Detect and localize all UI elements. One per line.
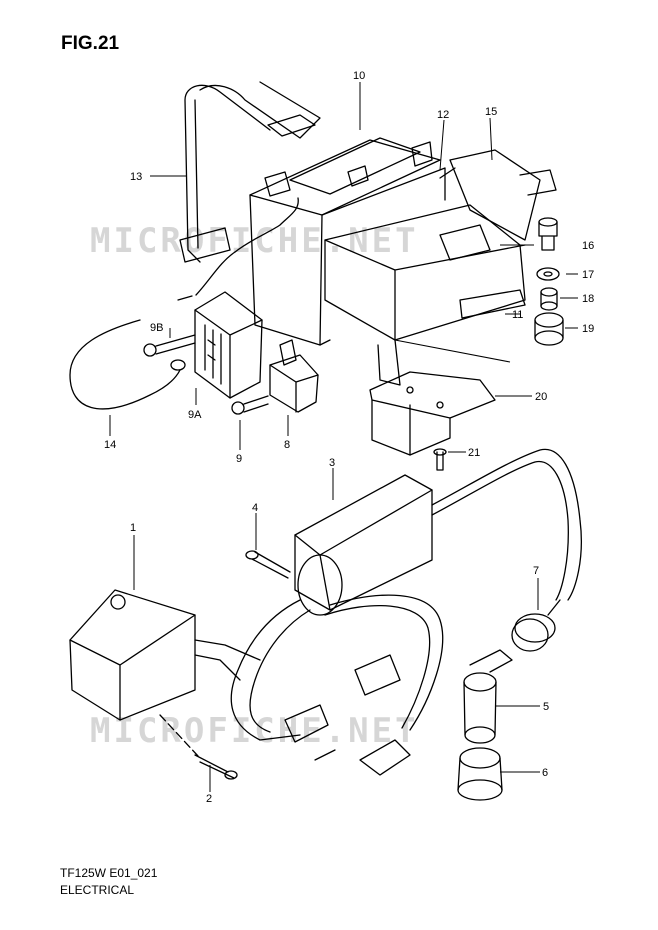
battery-tray	[324, 204, 526, 386]
starter-relay	[269, 339, 319, 413]
mounting-bracket	[369, 371, 496, 456]
cdi-unit	[69, 589, 261, 721]
callout-6: 6	[542, 767, 548, 779]
callout-7: 7	[533, 565, 539, 577]
callout-4: 4	[252, 502, 258, 514]
callout-15: 15	[485, 106, 497, 118]
callout-2: 2	[206, 793, 212, 805]
battery-lead-wire	[69, 251, 236, 410]
callout-10: 10	[353, 70, 365, 82]
callout-9b: 9B	[150, 322, 163, 334]
callout-13: 13	[130, 171, 142, 183]
screw-9b	[143, 334, 196, 357]
callout-17: 17	[582, 269, 594, 281]
regulator-rectifier	[194, 291, 263, 399]
drawing-code: TF125W E01_021	[60, 866, 158, 880]
callout-21: 21	[468, 447, 480, 459]
bolt-2	[159, 714, 238, 780]
battery	[234, 137, 446, 346]
bolt-16	[538, 217, 558, 251]
ignition-coil	[294, 448, 582, 616]
callout-3: 3	[329, 457, 335, 469]
callout-16: 16	[582, 240, 594, 252]
figure-title: FIG.21	[61, 33, 120, 54]
wiring-harness	[230, 594, 444, 776]
leader-lines	[109, 82, 578, 792]
washer-17	[536, 267, 560, 281]
section-name: ELECTRICAL	[60, 883, 135, 897]
screw-21	[433, 448, 447, 471]
spark-plug-cap	[511, 599, 561, 652]
callout-11: 11	[512, 309, 523, 321]
battery-strap	[179, 81, 321, 263]
callout-9a: 9A	[188, 409, 202, 421]
collar-18	[540, 287, 558, 311]
callout-19: 19	[582, 323, 594, 335]
watermark-top: MICROFICHE.NET	[90, 221, 419, 261]
callout-labels: 1 2 3 4 5 6 7 8 9 9A 9B 10 11 12 13 14 1…	[104, 70, 594, 805]
callout-1: 1	[130, 522, 136, 534]
cushion-19	[534, 312, 564, 346]
bolt-4	[245, 550, 291, 579]
callout-8: 8	[284, 439, 290, 451]
plug-6	[457, 747, 503, 801]
callout-9: 9	[236, 453, 242, 465]
callout-20: 20	[535, 391, 547, 403]
callout-12: 12	[437, 109, 449, 121]
callout-14: 14	[104, 439, 116, 451]
callout-5: 5	[543, 701, 549, 713]
battery-holder-bracket	[439, 149, 557, 241]
callout-18: 18	[582, 293, 594, 305]
watermark-bottom: MICROFICHE.NET	[90, 711, 419, 751]
rubber-boot-5	[463, 649, 513, 744]
screw-9	[231, 395, 269, 415]
